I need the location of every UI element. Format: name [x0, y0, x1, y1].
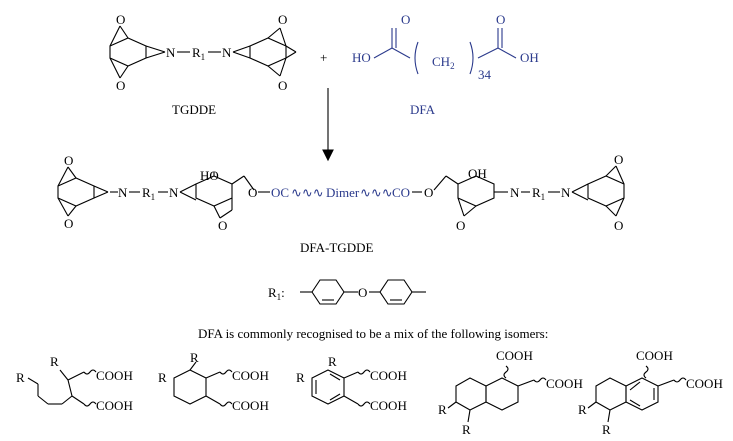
ch2-label: CH2 [432, 54, 455, 71]
dfa-structure: HO O CH2 34 O OH [352, 12, 539, 82]
dfa-ho-label: HO [352, 50, 371, 65]
epoxide-o-label: O [218, 218, 227, 233]
isomers-caption: DFA is commonly recognised to be a mix o… [198, 326, 548, 341]
wavy-bond-right: ∿∿∿ [360, 185, 393, 200]
r1-def-label: R1: [268, 285, 285, 302]
ether-o-label: O [358, 285, 367, 300]
isomer-1-acyclic: R R COOH COOH [16, 354, 133, 413]
cooh-label: COOH [370, 398, 407, 413]
repeat-count: 34 [478, 67, 492, 82]
dfa-o-label-left: O [401, 12, 410, 27]
epoxide-o-label: O [456, 218, 465, 233]
dimer-label: Dimer [326, 185, 360, 200]
dfa-tgdde-name: DFA-TGDDE [300, 240, 373, 255]
r-label: R [438, 402, 447, 417]
tgdde-name: TGDDE [172, 102, 216, 117]
cooh-label: COOH [546, 376, 583, 391]
r1-label: R1 [192, 45, 205, 62]
cooh-label: COOH [96, 398, 133, 413]
n-label: N [166, 45, 176, 60]
r1-label: R1 [532, 185, 545, 202]
dfa-oh-label: OH [520, 50, 539, 65]
isomer-5-tetralin: COOH COOH R R [578, 348, 723, 437]
ether-o-label: O [248, 185, 257, 200]
epoxide-o-label: O [278, 78, 287, 93]
n-label: N [169, 185, 179, 200]
r-label: R [16, 370, 25, 385]
product-oh-label: OH [468, 166, 487, 181]
n-label: N [222, 45, 232, 60]
product-ho-label: HO [200, 168, 219, 183]
cooh-label: COOH [232, 368, 269, 383]
wavy-bond-left: ∿∿∿ [291, 185, 324, 200]
dfa-name: DFA [410, 102, 436, 117]
tgdde-structure: O O N R1 N O O [109, 12, 297, 93]
n-label: N [118, 185, 128, 200]
cooh-label: COOH [96, 368, 133, 383]
n-label: N [561, 185, 571, 200]
dfa-tgdde-structure: O O N R1 N HO O O OC ∿∿∿ Dimer ∿∿∿ CO O … [57, 152, 625, 233]
cooh-label: COOH [232, 398, 269, 413]
r-label: R [190, 350, 199, 365]
r-label: R [602, 422, 611, 437]
r1-definition: R1: O [268, 279, 426, 305]
epoxide-o-label: O [614, 218, 623, 233]
r-label: R [158, 370, 167, 385]
ether-o-label-right: O [424, 185, 433, 200]
epoxide-o-label: O [64, 153, 73, 168]
isomer-2-cyclohexane: R R COOH COOH [158, 350, 269, 413]
co-label: CO [392, 185, 410, 200]
r-label: R [50, 354, 59, 369]
epoxide-o-label: O [614, 152, 623, 167]
plus-sign: + [320, 50, 327, 65]
epoxide-o-label: O [64, 216, 73, 231]
cooh-label: COOH [496, 348, 533, 363]
epoxide-o-label: O [116, 78, 125, 93]
r-label: R [296, 370, 305, 385]
cooh-label: COOH [686, 376, 723, 391]
reaction-arrow [322, 88, 334, 162]
n-label: N [510, 185, 520, 200]
r-label: R [578, 402, 587, 417]
isomer-4-decalin: COOH COOH R R [438, 348, 583, 437]
r-label: R [328, 354, 337, 369]
oc-label: OC [271, 185, 289, 200]
cooh-label: COOH [370, 368, 407, 383]
epoxide-o-label: O [278, 12, 287, 27]
epoxide-o-label: O [116, 12, 125, 27]
r-label: R [462, 422, 471, 437]
r1-label: R1 [142, 185, 155, 202]
isomer-3-benzene: R R COOH COOH [296, 354, 407, 413]
cooh-label: COOH [636, 348, 673, 363]
dfa-o-label-right: O [496, 12, 505, 27]
